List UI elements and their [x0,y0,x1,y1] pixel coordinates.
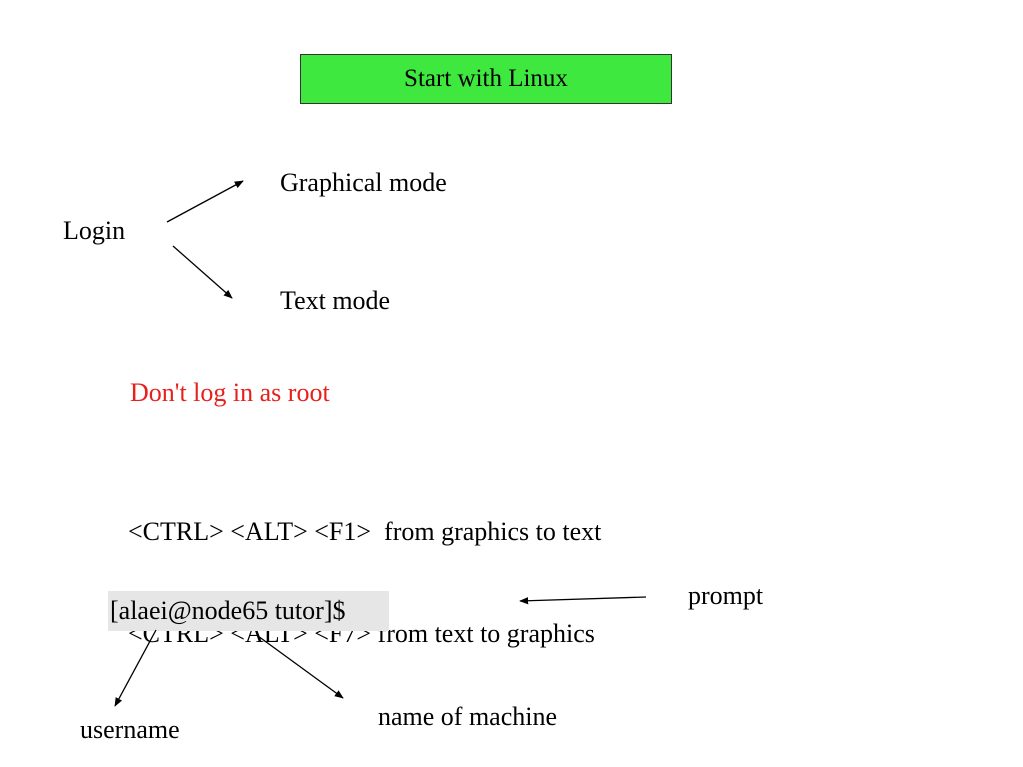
arrow-login-to-graphical [166,180,244,223]
slide-title: Start with Linux [404,65,568,92]
prompt-example-box: [alaei@node65 tutor]$ [108,591,389,631]
arrow-prompt [519,596,647,605]
warning-text: Don't log in as root [130,378,330,407]
machine-name-label: name of machine [378,702,558,731]
prompt-label: prompt [688,581,764,610]
shortcut-list: <CTRL> <ALT> <F1> from graphics to text … [128,447,601,685]
title-box: Start with Linux [300,54,672,104]
arrow-username [114,629,157,707]
prompt-example-text: [alaei@node65 tutor]$ [110,596,346,625]
login-label: Login [63,216,126,245]
arrow-login-to-text [172,245,233,299]
shortcut-graphics-to-text: <CTRL> <ALT> <F1> from graphics to text [128,517,602,546]
username-label: username [80,715,180,744]
graphical-mode-label: Graphical mode [280,168,447,197]
text-mode-label: Text mode [280,286,391,315]
arrow-machine-name [257,635,344,699]
